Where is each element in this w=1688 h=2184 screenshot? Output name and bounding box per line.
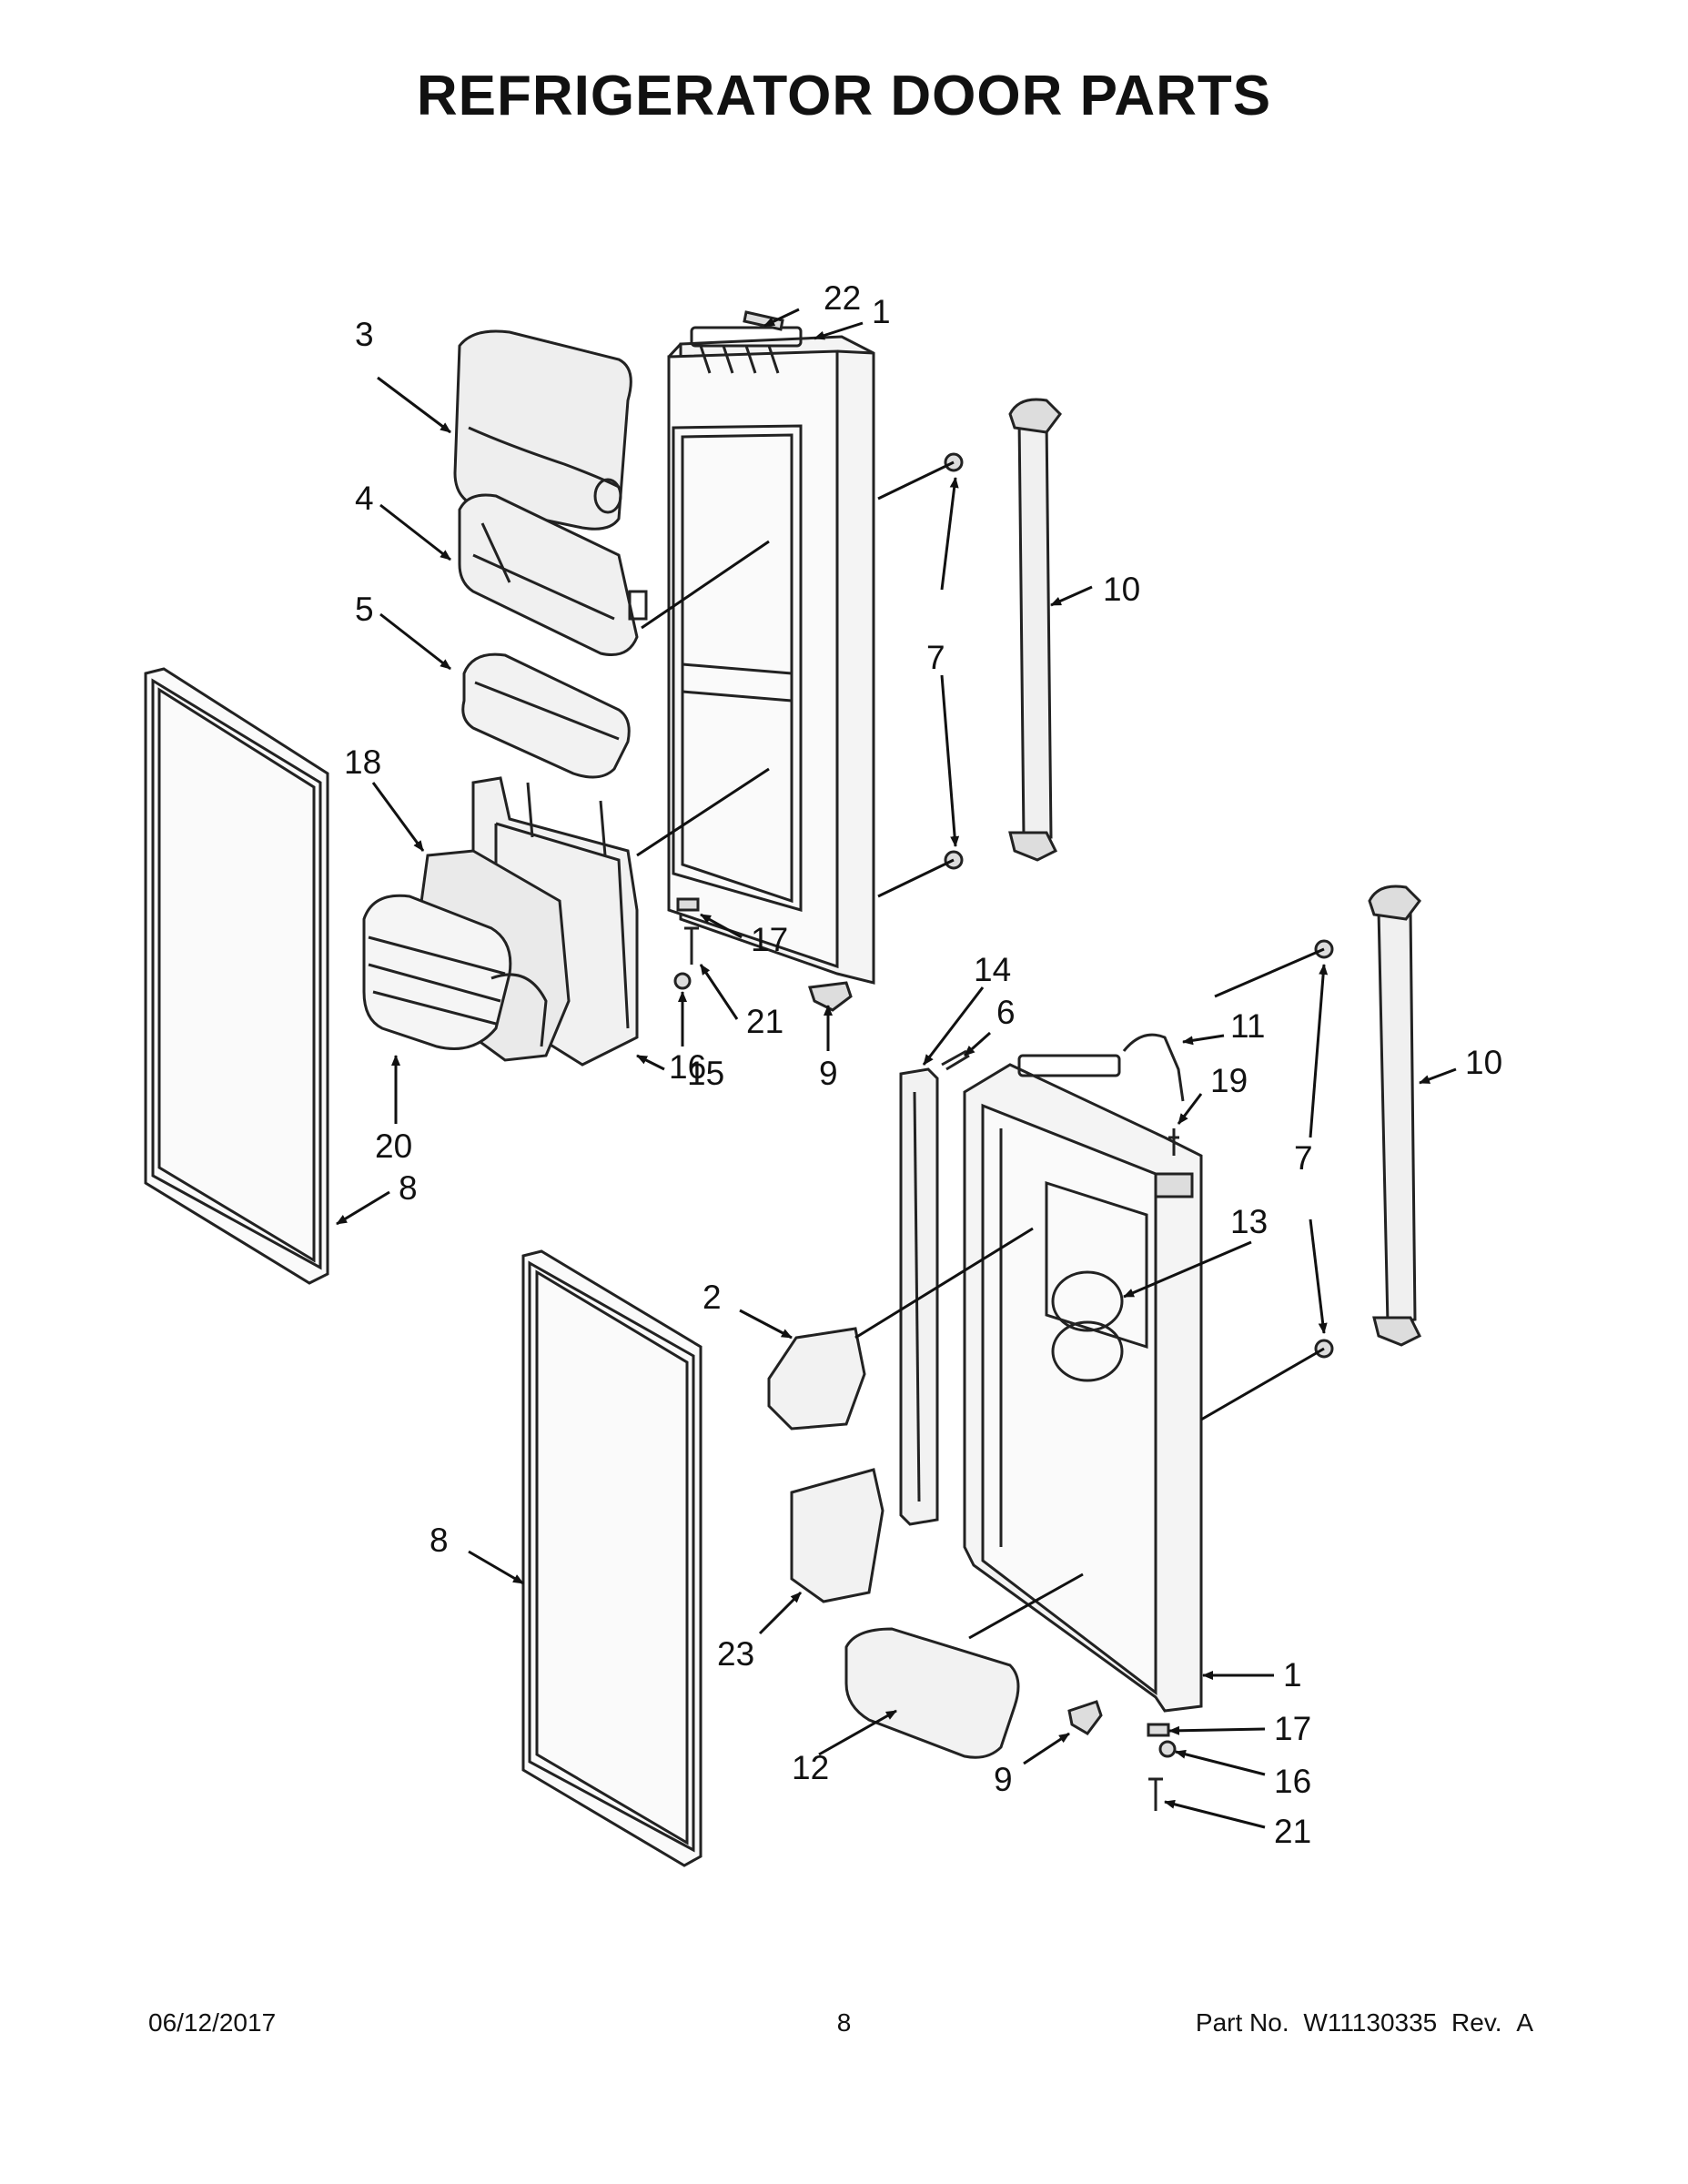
part-16-spacer (1158, 1740, 1177, 1758)
part-10-handle-lower (1368, 885, 1422, 1347)
callout-3: 3 (355, 316, 374, 353)
part-10-handle-upper (1008, 398, 1062, 862)
part-18-20-ice-bucket (362, 849, 571, 1062)
callout-10: 10 (1465, 1044, 1502, 1081)
callout-9: 9 (819, 1055, 838, 1092)
callout-16: 16 (1274, 1763, 1311, 1800)
callout-8: 8 (430, 1522, 449, 1559)
callout-2: 2 (702, 1279, 722, 1316)
rev-value: A (1516, 2008, 1533, 2037)
callout-17: 17 (751, 921, 788, 958)
part-12-door-bin (844, 1627, 1020, 1759)
callout-6: 6 (996, 994, 1016, 1031)
part-2-door-bin (767, 1327, 866, 1431)
callout-8: 8 (399, 1169, 418, 1207)
part-17-hinge-bushing (1147, 1723, 1170, 1737)
part-4-door-shelf (458, 493, 648, 656)
callout-20: 20 (375, 1127, 412, 1165)
part-8-door-gasket-upper (144, 667, 329, 1285)
fresh-food-door-liner (963, 1054, 1203, 1713)
part-17-hinge-bushing (676, 897, 700, 912)
callout-13: 13 (1230, 1203, 1268, 1240)
callout-15: 15 (687, 1055, 724, 1092)
footer-date: 06/12/2017 (148, 2008, 277, 2037)
callout-14: 14 (974, 951, 1011, 988)
part-no-value: W11130335 (1303, 2008, 1438, 2037)
part-6-screw (941, 1049, 970, 1071)
part-11-water-tube (1122, 1033, 1185, 1102)
footer-page-number: 8 (836, 2008, 852, 2037)
part-19-fitting (1168, 1128, 1179, 1156)
callout-23: 23 (717, 1635, 754, 1673)
part-no-label: Part No. (1195, 2008, 1289, 2037)
callout-21: 21 (1274, 1813, 1311, 1850)
callout-4: 4 (355, 480, 374, 517)
part-14-door-trim (899, 1067, 939, 1526)
page-title: REFRIGERATOR DOOR PARTS (416, 65, 1272, 127)
callout-5: 5 (355, 591, 374, 628)
callout-1: 1 (872, 293, 891, 330)
callout-22: 22 (824, 279, 861, 317)
part-5-door-bin (461, 652, 631, 779)
part-23-door-bin (790, 1468, 884, 1603)
callout-7: 7 (1294, 1139, 1313, 1177)
part-9-door-stop (1067, 1700, 1103, 1735)
callout-17: 17 (1274, 1710, 1311, 1747)
callout-12: 12 (792, 1749, 829, 1786)
part-16-spacer (673, 972, 692, 990)
rev-label: Rev. (1451, 2008, 1502, 2037)
part-21-screw (1148, 1777, 1163, 1811)
callout-7: 7 (926, 639, 945, 676)
callout-1: 1 (1283, 1656, 1302, 1694)
callout-16: 16 (669, 1048, 706, 1086)
callout-21: 21 (746, 1003, 783, 1040)
part-3-bin-cover (453, 329, 632, 531)
callout-19: 19 (1210, 1062, 1248, 1099)
callout-10: 10 (1103, 571, 1140, 608)
callout-18: 18 (344, 743, 381, 781)
part-9-door-stop (807, 981, 853, 1012)
part-8-door-gasket-lower (521, 1249, 702, 1867)
part-21-screw (684, 926, 699, 965)
freezer-door-liner (667, 326, 875, 985)
footer-part-info: Part No. W11130335 Rev. A (1188, 2008, 1533, 2037)
callout-11: 11 (1230, 1007, 1265, 1045)
callout-9: 9 (994, 1761, 1013, 1798)
